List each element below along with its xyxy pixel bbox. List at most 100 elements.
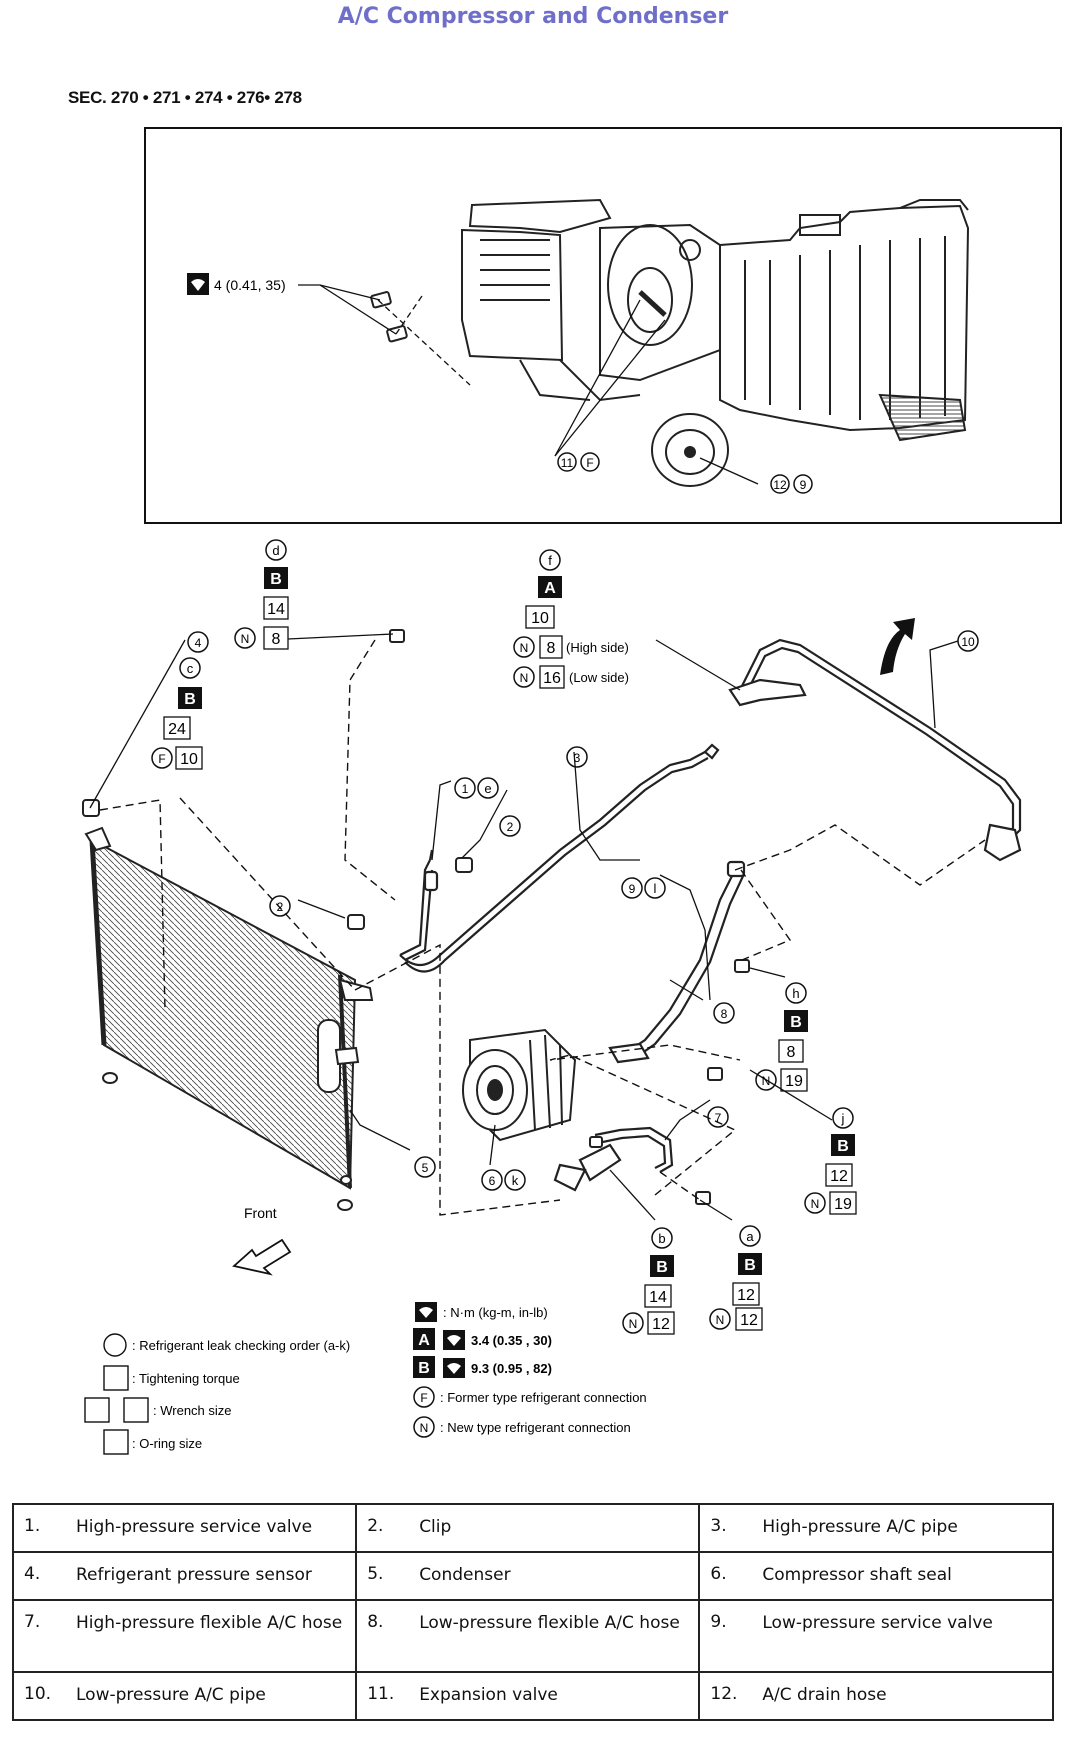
page-title: A/C Compressor and Condenser bbox=[337, 4, 729, 29]
legend-value-a: 3.4 (0.35 , 30) bbox=[471, 1333, 552, 1348]
table-row: 7.High-pressure flexible A/C hose 8.Low-… bbox=[11, 1599, 1054, 1673]
oring-size-b: 12 bbox=[652, 1316, 670, 1333]
pressure-sensor-drawing bbox=[82, 799, 100, 817]
high-pressure-pipe-drawing bbox=[399, 743, 720, 973]
wrench-size-j: 12 bbox=[830, 1168, 848, 1185]
callout-12-top: 12 bbox=[773, 478, 787, 492]
top-leader-lines bbox=[298, 284, 759, 485]
new-type-j: N bbox=[811, 1197, 820, 1211]
new-type-h: N bbox=[762, 1074, 771, 1088]
oring-size-f1: 8 bbox=[547, 640, 556, 657]
torque-tag-b: B bbox=[656, 1259, 668, 1276]
torque-tag-d: B bbox=[270, 571, 282, 588]
wrench-size-d: 14 bbox=[267, 601, 285, 618]
table-cell: 11.Expansion valve bbox=[355, 1671, 701, 1721]
callout-3: 3 bbox=[574, 751, 581, 765]
high-pressure-hose-drawing bbox=[553, 1126, 674, 1192]
table-cell: 9.Low-pressure service valve bbox=[698, 1599, 1054, 1673]
legend-tightening: : Tightening torque bbox=[132, 1371, 240, 1386]
legend-sym-n: N bbox=[420, 1421, 429, 1435]
callout-l: l bbox=[654, 881, 657, 896]
table-cell: 1.High-pressure service valve bbox=[11, 1503, 358, 1553]
callout-j: j bbox=[841, 1111, 845, 1126]
oring-size-j: 19 bbox=[834, 1196, 852, 1213]
table-row: 1.High-pressure service valve 2.Clip 3.H… bbox=[11, 1503, 1054, 1553]
top-torque-value: 4 (0.41, 35) bbox=[214, 277, 286, 293]
callout-c: c bbox=[187, 661, 194, 676]
compressor-drawing bbox=[462, 1028, 577, 1142]
oring-size-d: 8 bbox=[272, 631, 281, 648]
low-pressure-pipe-drawing bbox=[728, 638, 1022, 862]
dashed-connection-lines bbox=[99, 639, 986, 1216]
callout-9: 9 bbox=[629, 882, 636, 896]
callout-e: e bbox=[484, 781, 491, 796]
callout-10: 10 bbox=[961, 635, 975, 649]
diagram-canvas: 4 (0.41, 35) 11 F 12 9 bbox=[82, 127, 1062, 1455]
condenser-drawing bbox=[84, 826, 374, 1211]
callout-7: 7 bbox=[715, 1111, 722, 1125]
torque-tag-c: B bbox=[184, 691, 196, 708]
new-type-b: N bbox=[629, 1317, 638, 1331]
torque-icon-top bbox=[187, 273, 209, 295]
solid-leader-lines bbox=[89, 633, 959, 1221]
table-cell: 4.Refrigerant pressure sensor bbox=[11, 1551, 358, 1601]
legend-oring: : O-ring size bbox=[132, 1436, 202, 1451]
table-cell: 6.Compressor shaft seal bbox=[698, 1551, 1054, 1601]
table-cell: 5.Condenser bbox=[355, 1551, 701, 1601]
oring-size-h: 19 bbox=[785, 1073, 803, 1090]
callout-k: k bbox=[512, 1173, 519, 1188]
clip-drawing bbox=[347, 857, 473, 930]
table-cell: 3.High-pressure A/C pipe bbox=[698, 1503, 1054, 1553]
direction-arrow bbox=[880, 618, 915, 675]
low-side-label: (Low side) bbox=[569, 670, 629, 685]
callout-F: F bbox=[586, 456, 593, 470]
callout-d: d bbox=[272, 543, 279, 558]
small-bolt-drawing bbox=[389, 629, 750, 1205]
legend-wrench: : Wrench size bbox=[153, 1403, 232, 1418]
legend-tag-a: A bbox=[418, 1332, 430, 1349]
table-row: 4.Refrigerant pressure sensor 5.Condense… bbox=[11, 1551, 1054, 1601]
callout-1: 1 bbox=[462, 782, 469, 796]
table-cell: 8.Low-pressure flexible A/C hose bbox=[355, 1599, 701, 1673]
callout-a: a bbox=[746, 1229, 754, 1244]
table-row: 10.Low-pressure A/C pipe 11.Expansion va… bbox=[11, 1671, 1054, 1721]
callout-6: 6 bbox=[489, 1174, 496, 1188]
former-type-c: F bbox=[158, 752, 165, 766]
wrench-size-b: 14 bbox=[649, 1289, 667, 1306]
legend-sym-f: F bbox=[420, 1391, 427, 1405]
new-type-a: N bbox=[716, 1313, 725, 1327]
callout-8: 8 bbox=[721, 1007, 728, 1021]
table-cell: 2.Clip bbox=[355, 1503, 701, 1553]
wrench-size-c: 24 bbox=[168, 721, 186, 738]
top-detail-frame bbox=[144, 127, 1062, 524]
callout-b: b bbox=[658, 1231, 665, 1246]
section-label: SEC. 270 • 271 • 274 • 276• 278 bbox=[68, 88, 302, 107]
legend-unit: : N·m (kg-m, in-lb) bbox=[443, 1305, 548, 1320]
high-side-label: (High side) bbox=[566, 640, 629, 655]
parts-table: 1.High-pressure service valve 2.Clip 3.H… bbox=[11, 1503, 1054, 1721]
torque-icon-legend-b bbox=[443, 1358, 465, 1378]
torque-tag-j: B bbox=[837, 1138, 849, 1155]
callout-9-top: 9 bbox=[800, 478, 807, 492]
oring-size-f2: 16 bbox=[543, 670, 561, 687]
torque-icon-legend-a bbox=[443, 1330, 465, 1350]
callout-2-right: 2 bbox=[507, 820, 514, 834]
heater-unit-drawing bbox=[461, 198, 970, 442]
wrench-size-a: 12 bbox=[737, 1287, 755, 1304]
table-cell: 10.Low-pressure A/C pipe bbox=[11, 1671, 358, 1721]
bolt-drawing bbox=[370, 291, 408, 343]
front-label: Front bbox=[244, 1205, 277, 1221]
new-type-f2: N bbox=[520, 671, 529, 685]
wrench-size-f: 10 bbox=[531, 610, 549, 627]
front-arrow-icon bbox=[232, 1238, 292, 1276]
callout-2-left: 2 bbox=[277, 900, 284, 914]
callout-11: 11 bbox=[561, 456, 574, 470]
table-cell: 12.A/C drain hose bbox=[698, 1671, 1054, 1721]
legend-leak: : Refrigerant leak checking order (a-k) bbox=[132, 1338, 350, 1353]
torque-tag-a: B bbox=[744, 1257, 756, 1274]
legend-new: : New type refrigerant connection bbox=[440, 1420, 631, 1435]
drain-hose-drawing bbox=[651, 413, 729, 487]
oring-size-c: 10 bbox=[180, 751, 198, 768]
torque-icon-legend bbox=[415, 1302, 437, 1322]
callout-5: 5 bbox=[422, 1161, 429, 1175]
